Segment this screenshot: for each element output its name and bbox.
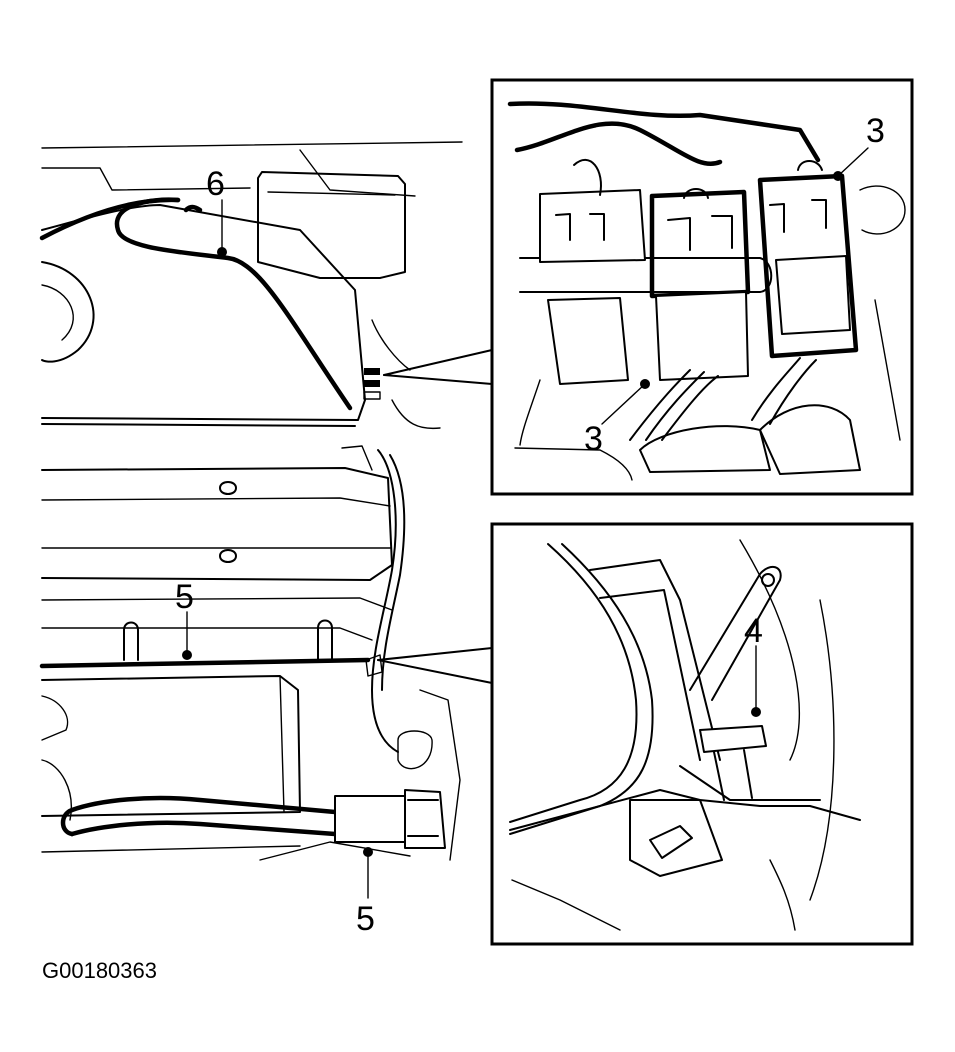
figure-code: G00180363 bbox=[42, 958, 157, 983]
callout-3-top: 3 bbox=[866, 112, 885, 150]
top-inset bbox=[490, 78, 914, 496]
inset-pointers bbox=[377, 349, 493, 684]
bottom-inset bbox=[490, 522, 914, 946]
callout-3-bottom: 3 bbox=[584, 420, 603, 458]
callout-leaders bbox=[182, 199, 373, 899]
callout-5-bottom: 5 bbox=[356, 900, 375, 938]
callout-4: 4 bbox=[744, 612, 763, 650]
main-engine-view bbox=[39, 141, 463, 861]
callout-5-top: 5 bbox=[175, 578, 194, 616]
callout-6: 6 bbox=[206, 165, 225, 203]
